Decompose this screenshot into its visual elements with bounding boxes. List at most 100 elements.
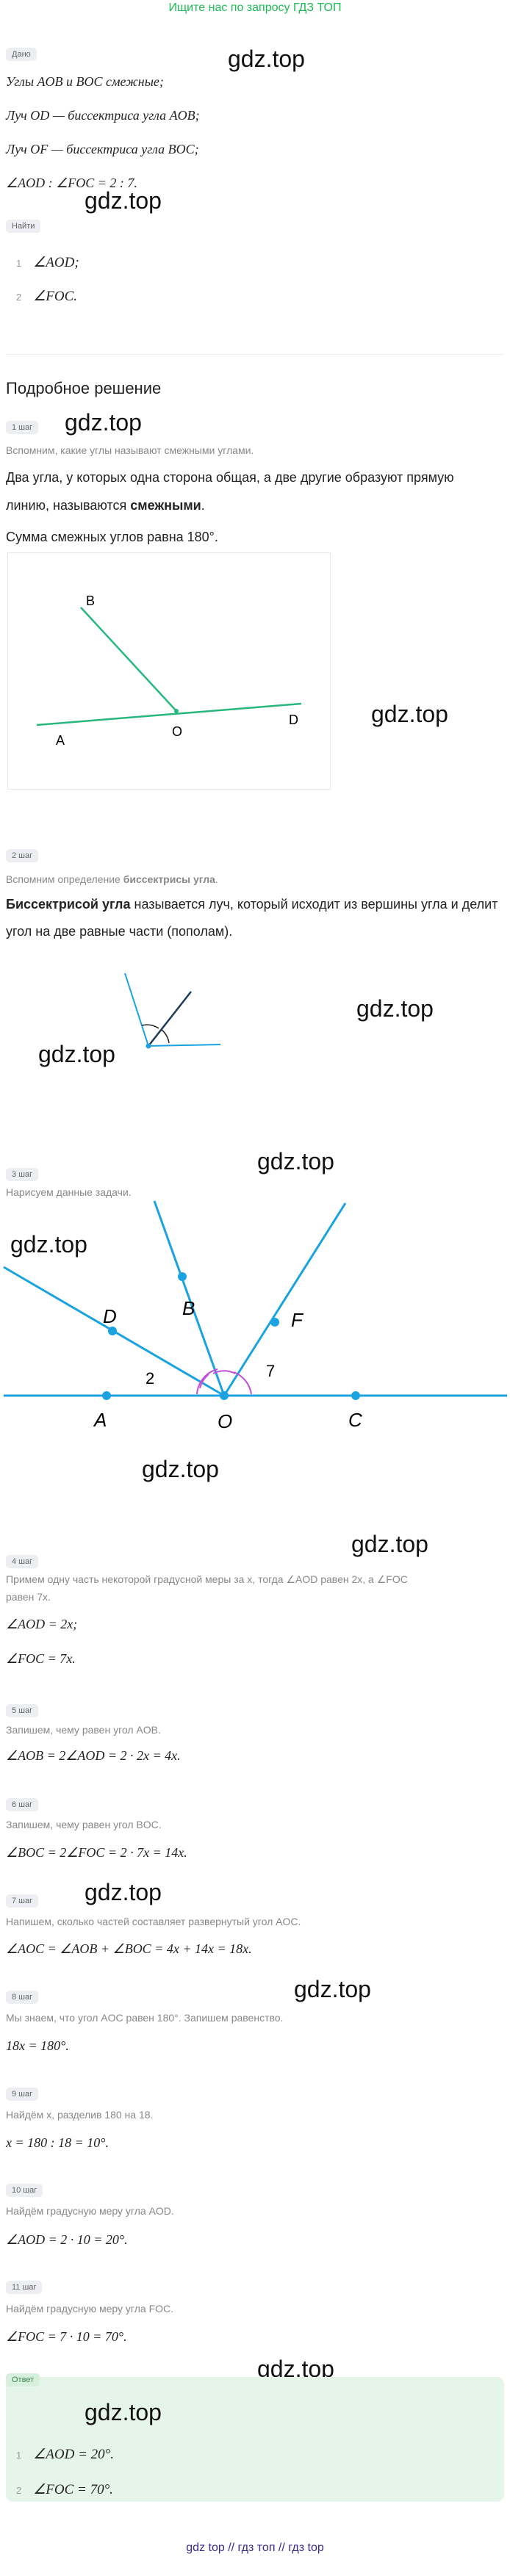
given-line-2: Луч OD — биссектриса угла AOB;	[6, 108, 200, 123]
step11-chip: 11 шаг	[6, 2281, 43, 2294]
step1-text2-a: линию, называются	[6, 498, 131, 513]
angle-arc-1	[141, 1024, 159, 1029]
step10-chip: 10 шаг	[6, 2184, 43, 2197]
bisector-figure	[124, 973, 221, 1049]
watermark: gdz.top	[228, 46, 305, 72]
step7-sub: Напишем, сколько частей составляет разве…	[6, 1916, 301, 1927]
step4-chip-wrap: 4 шаг	[6, 1553, 39, 1568]
given-chip-wrap: Дано	[6, 46, 37, 61]
arc-aod	[199, 1374, 209, 1389]
step8-formula: 18x = 180°.	[6, 2038, 69, 2053]
step10-formula: ∠AOD = 2 · 10 = 20°.	[6, 2232, 128, 2247]
step6-formula: ∠BOC = 2∠FOC = 2 · 7x = 14x.	[6, 1845, 187, 1860]
given-line-1: Углы AOB и BOC смежные;	[6, 74, 164, 89]
watermark: gdz.top	[257, 1148, 334, 1175]
point-b	[178, 1272, 187, 1281]
step2-chip: 2 шаг	[6, 849, 39, 862]
find-chip-wrap: Найти	[6, 217, 41, 233]
step5-formula: ∠AOB = 2∠AOD = 2 · 2x = 4x.	[6, 1748, 181, 1763]
step7-chip: 7 шаг	[6, 1894, 39, 1908]
step1-chip-wrap: 1 шаг	[6, 419, 39, 434]
answer-item-1: 1∠AOD = 20°.	[16, 2446, 114, 2463]
watermark: gdz.top	[85, 1879, 162, 1905]
label-ratio-2: 2	[146, 1369, 154, 1388]
find-chip: Найти	[6, 220, 41, 233]
watermark: gdz.top	[65, 409, 142, 436]
answer-box	[6, 2377, 504, 2502]
point-c	[351, 1391, 360, 1400]
step2-text1: Биссектрисой угла называется луч, которы…	[6, 895, 504, 914]
step5-sub: Запишем, чему равен угол AOB.	[6, 1724, 161, 1736]
bisector-side-1	[124, 973, 149, 1047]
vertex-point	[146, 1043, 151, 1049]
point-o	[220, 1391, 229, 1400]
answer-item-text: ∠FOC = 70°.	[33, 2482, 113, 2497]
step4-chip: 4 шаг	[6, 1555, 39, 1568]
watermark: gdz.top	[85, 187, 162, 214]
given-line-4: ∠AOD : ∠FOC = 2 : 7.	[6, 176, 137, 190]
label-d: D	[103, 1305, 117, 1327]
step4-sub2: равен 7x.	[6, 1591, 51, 1603]
step7-formula: ∠AOC = ∠AOB + ∠BOC = 4x + 14x = 18x.	[6, 1941, 252, 1956]
step3-sub: Нарисуем данные задачи.	[6, 1186, 132, 1198]
step2-text2: угол на две равные части (пополам).	[6, 924, 233, 939]
arc-bof	[212, 1370, 236, 1374]
watermark: gdz.top	[294, 1976, 371, 2002]
step3-chip-wrap: 3 шаг	[6, 1166, 39, 1181]
step9-chip: 9 шаг	[6, 2088, 39, 2101]
step4-formula-2: ∠FOC = 7x.	[6, 1651, 76, 1666]
step7-chip-wrap: 7 шаг	[6, 1892, 39, 1908]
label-d: D	[289, 712, 298, 727]
step1-text2-b: смежными	[130, 498, 201, 513]
step1-text1: Два угла, у которых одна сторона общая, …	[6, 470, 454, 485]
step11-chip-wrap: 11 шаг	[6, 2279, 43, 2294]
step2-sub-c: .	[215, 873, 218, 885]
step10-sub: Найдём градусную меру угла AOD.	[6, 2205, 174, 2217]
step2-sub-a: Вспомним определение	[6, 873, 123, 885]
step9-sub: Найдём x, разделив 180 на 18.	[6, 2109, 154, 2121]
top-banner[interactable]: Ищите нас по запросу ГДЗ ТОП	[168, 1, 342, 14]
label-c: C	[348, 1409, 362, 1431]
label-f: F	[291, 1309, 304, 1331]
bisector-side-2	[148, 1044, 221, 1047]
step2-sub-b: биссектрисы угла	[123, 873, 215, 885]
answer-chip: Ответ	[6, 2373, 40, 2386]
footer-links[interactable]: gdz top // гдз топ // гдз top	[186, 2541, 324, 2554]
find-item-text: ∠FOC.	[33, 289, 78, 304]
line-ad	[36, 702, 302, 726]
step11-sub: Найдём градусную меру угла FOC.	[6, 2303, 174, 2315]
answer-item-number: 1	[16, 2450, 22, 2461]
answer-item-number: 2	[16, 2485, 22, 2496]
watermark: gdz.top	[38, 1041, 115, 1067]
step4-sub: Примем одну часть некоторой градусной ме…	[6, 1573, 408, 1585]
adjacent-angles-figure: B A O D	[7, 552, 331, 790]
figure-frame	[7, 552, 331, 790]
watermark: gdz.top	[351, 1531, 428, 1557]
find-item-2: 2 ∠FOC.	[16, 288, 77, 305]
point-a	[102, 1391, 111, 1400]
arc-foc	[233, 1371, 252, 1395]
step1-sub: Вспомним, какие углы называют смежными у…	[6, 444, 254, 456]
find-item-number: 1	[16, 258, 22, 269]
step5-chip: 5 шаг	[6, 1704, 39, 1717]
watermark: gdz.top	[85, 2399, 162, 2425]
step2-sub: Вспомним определение биссектрисы угла.	[6, 872, 504, 887]
label-o: O	[218, 1410, 232, 1432]
step9-chip-wrap: 9 шаг	[6, 2085, 39, 2101]
ray-ob	[80, 607, 177, 712]
ray-ob	[153, 1200, 226, 1396]
label-b: B	[182, 1297, 195, 1319]
step8-chip-wrap: 8 шаг	[6, 1988, 39, 2004]
watermark: gdz.top	[142, 1456, 219, 1482]
watermark: gdz.top	[371, 701, 448, 727]
step1-chip: 1 шаг	[6, 421, 39, 434]
label-a: A	[56, 733, 65, 748]
find-item-text: ∠AOD;	[33, 255, 79, 270]
step9-formula: x = 180 : 18 = 10°.	[6, 2135, 109, 2150]
find-item-number: 2	[16, 292, 22, 303]
label-o: O	[172, 724, 182, 739]
ray-of	[223, 1202, 347, 1396]
arc-aob	[196, 1368, 218, 1395]
step1-text3: Сумма смежных углов равна 180°.	[6, 530, 218, 544]
step8-sub: Мы знаем, что угол AOC равен 180°. Запиш…	[6, 2012, 284, 2024]
